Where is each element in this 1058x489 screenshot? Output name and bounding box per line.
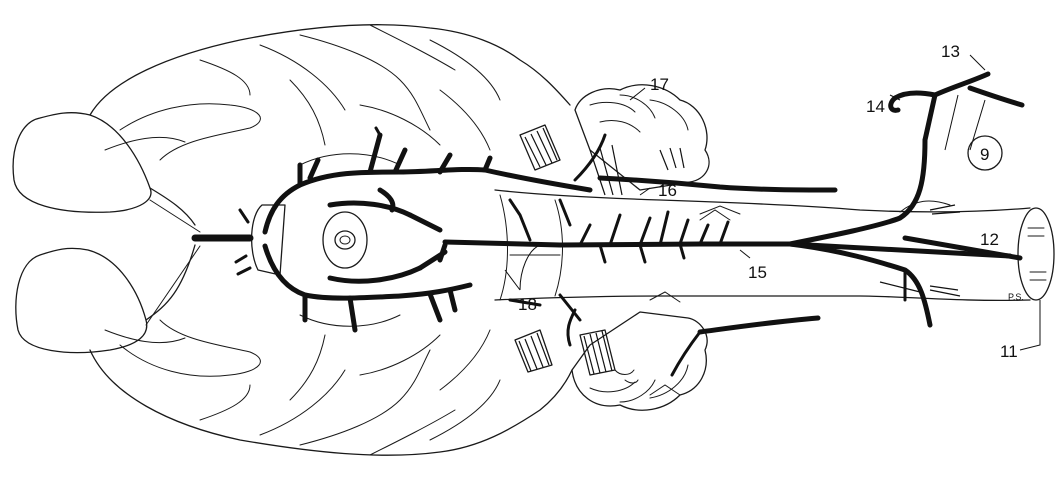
nerve-bundle-upper-left	[520, 125, 560, 170]
label-14: 14	[866, 97, 885, 116]
lower-hemisphere-outline	[90, 350, 572, 455]
label-9: 9	[980, 145, 989, 164]
label-18: 18	[518, 295, 537, 314]
lower-cerebellar-branch	[700, 318, 818, 332]
cerebellum-upper	[575, 85, 709, 190]
spinal-cord-cut-end	[1018, 208, 1054, 300]
cerebral-hemispheres	[90, 25, 572, 455]
label-15: 15	[748, 263, 767, 282]
brainstem-upper-edge	[495, 190, 1030, 212]
label-12: 12	[980, 230, 999, 249]
label-17: 17	[650, 75, 669, 94]
cerebellum-lower	[572, 312, 707, 410]
label-11: 11	[1000, 342, 1018, 361]
label-13: 13	[941, 42, 960, 61]
pituitary-stalk	[323, 212, 367, 268]
olfactory-bulb-lower	[16, 248, 147, 352]
carotid-branch	[925, 95, 935, 140]
olfactory-bulb-upper	[13, 113, 151, 213]
olfactory-bulbs	[13, 113, 151, 353]
arterial-vessels	[195, 74, 1022, 375]
upper-hemisphere-outline	[90, 25, 570, 115]
brainstem-lower-edge	[495, 296, 1030, 300]
brainstem	[495, 190, 1054, 395]
basilar-artery	[445, 242, 790, 245]
nerve-bundle-lower-left	[515, 330, 552, 372]
label-16: 16	[658, 181, 677, 200]
upper-cerebellar-branch	[600, 178, 835, 190]
leader-lines	[505, 55, 1040, 350]
label-ps: P.S.	[1008, 292, 1024, 302]
